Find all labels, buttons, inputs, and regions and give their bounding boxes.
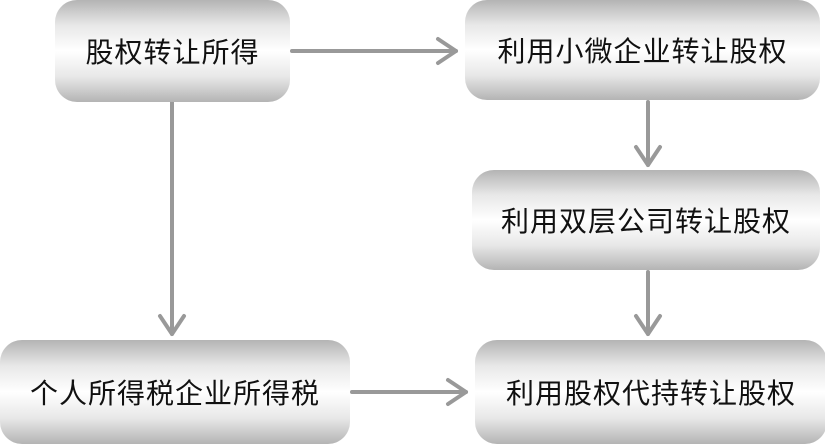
arrow-income-to-small-micro — [290, 37, 458, 65]
node-taxes: 个人所得税企业所得税 — [0, 340, 350, 444]
arrow-income-to-taxes — [158, 100, 186, 336]
node-label: 个人所得税企业所得税 — [29, 377, 320, 410]
node-nominee: 利用股权代持转让股权 — [475, 340, 825, 444]
node-small-micro: 利用小微企业转让股权 — [465, 0, 820, 100]
arrow-taxes-to-nominee — [350, 378, 468, 406]
node-label: 利用小微企业转让股权 — [497, 35, 788, 68]
node-label: 利用双层公司转让股权 — [500, 205, 791, 238]
node-double-layer: 利用双层公司转让股权 — [472, 170, 820, 270]
node-income: 股权转让所得 — [55, 0, 290, 102]
node-label: 利用股权代持转让股权 — [505, 377, 796, 410]
arrow-double-layer-to-nominee — [634, 270, 662, 336]
arrow-small-micro-to-double-layer — [634, 100, 662, 167]
node-label: 股权转让所得 — [85, 36, 260, 69]
